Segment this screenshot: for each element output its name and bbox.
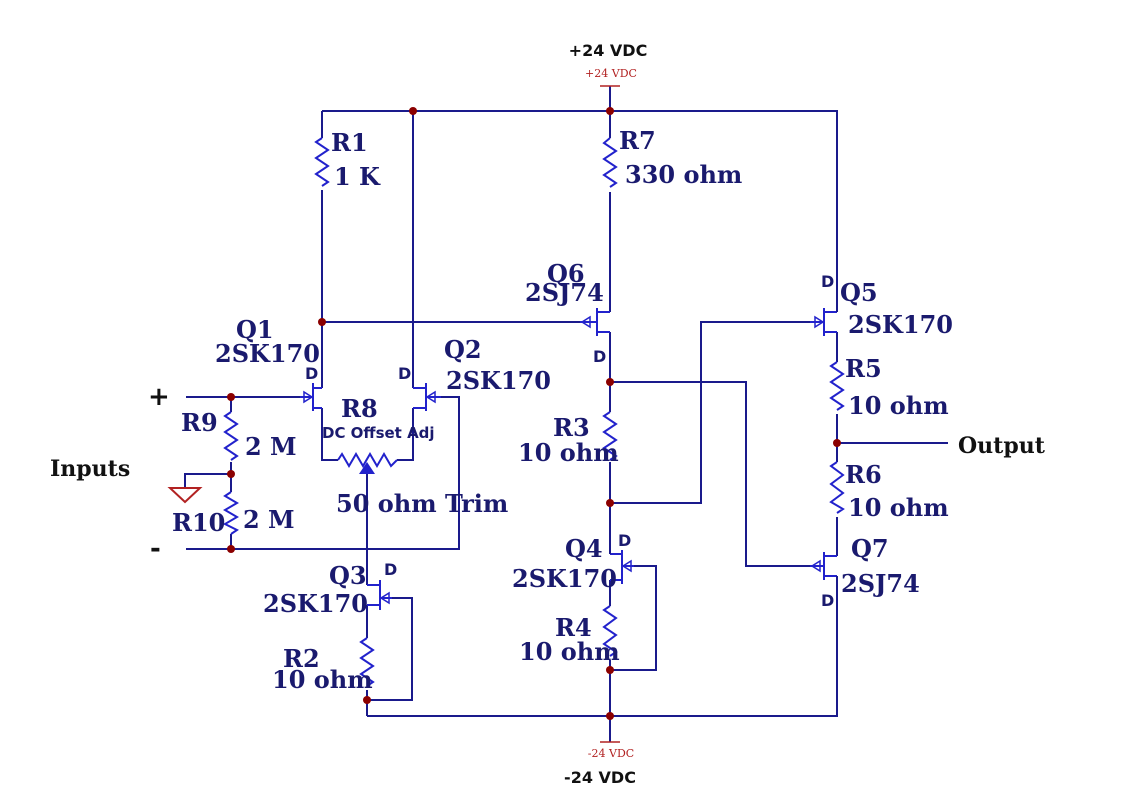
- r8-function: DC Offset Adj: [322, 424, 435, 442]
- q3-drain-pin: D: [384, 560, 397, 579]
- q7-ref: Q7: [851, 534, 889, 563]
- q6-ref: Q6: [547, 259, 585, 288]
- r7-value: 330 ohm: [625, 160, 742, 189]
- r8-symbol: [337, 452, 398, 468]
- r1-value: 1 K: [334, 162, 381, 191]
- q6-to-q7-gate-wire: [610, 381, 810, 567]
- q5-drain-pin: D: [821, 272, 834, 291]
- neg-rail-small-label: -24 VDC: [588, 747, 634, 760]
- q5-ref: Q5: [840, 278, 878, 307]
- q3-ref: Q3: [329, 561, 367, 590]
- r6-ref: R6: [845, 460, 882, 489]
- q4-symbol: [609, 540, 634, 584]
- r5-value: 10 ohm: [848, 391, 949, 420]
- r7-symbol: [602, 137, 618, 188]
- r1-ref: R1: [331, 128, 368, 157]
- r9-value: 2 M: [245, 432, 297, 461]
- r9-ref: R9: [181, 408, 218, 437]
- q2-part: 2SK170: [446, 366, 551, 395]
- r8-value: 50 ohm Trim: [336, 489, 508, 518]
- r2-ref: R2: [283, 644, 320, 673]
- inputs-label: Inputs: [50, 456, 130, 482]
- r6-value: 10 ohm: [848, 493, 949, 522]
- q1-part: 2SK170: [215, 339, 320, 368]
- r5-ref: R5: [845, 354, 882, 383]
- r3-symbol: [602, 411, 618, 461]
- q1-source-wire: [321, 408, 338, 461]
- q7-symbol: [810, 552, 838, 585]
- pos-rail-label: +24 VDC: [569, 41, 648, 60]
- q4-gate-loop-wire: [610, 565, 657, 671]
- r2-value: 10 ohm: [272, 665, 373, 694]
- q5-symbol: [810, 255, 838, 336]
- r5-symbol: [829, 361, 845, 411]
- r10-symbol: [222, 491, 239, 535]
- output-label: Output: [958, 433, 1046, 459]
- r2-symbol: [359, 637, 375, 687]
- pos-rail-small-label: +24 VDC: [585, 67, 637, 80]
- q1-symbol: [300, 383, 322, 411]
- q4-drain-pin: D: [618, 531, 631, 550]
- r1-symbol: [314, 137, 330, 187]
- input-minus-label: -: [150, 534, 161, 564]
- neg-rail-label: -24 VDC: [564, 768, 636, 787]
- q3-symbol: [367, 580, 392, 610]
- r6-symbol: [829, 461, 845, 514]
- ground-wire: [184, 473, 231, 488]
- input-plus-label: +: [148, 382, 170, 412]
- r3-value: 10 ohm: [518, 438, 619, 467]
- r8-ref: R8: [341, 394, 378, 423]
- q4-part: 2SK170: [512, 564, 617, 593]
- ground-symbol: [167, 487, 203, 504]
- q2-drain-pin: D: [398, 364, 411, 383]
- r8-wiper-arrow: [359, 462, 375, 474]
- q7-drain-pin: D: [821, 591, 834, 610]
- bottom-rail-wire: [367, 585, 838, 717]
- rail-markers: [600, 85, 620, 743]
- q6-drain-pin: D: [593, 347, 606, 366]
- r10-value: 2 M: [243, 505, 295, 534]
- q7-part: 2SJ74: [841, 569, 920, 598]
- q3-part: 2SK170: [263, 589, 368, 618]
- r4-value: 10 ohm: [519, 637, 620, 666]
- labels: +24 VDC +24 VDC -24 VDC -24 VDC Inputs +…: [50, 41, 1046, 787]
- r4-symbol: [602, 605, 618, 657]
- q6-symbol: [580, 308, 610, 336]
- q2-symbol: [413, 383, 441, 411]
- q3-gate-loop-wire: [367, 597, 413, 701]
- q2-ref: Q2: [444, 335, 482, 364]
- r9-symbol: [223, 411, 239, 461]
- junction-dots: [227, 107, 841, 720]
- r3-to-q5-gate-wire: [610, 321, 810, 504]
- transistor-symbols: [300, 255, 838, 610]
- q4-ref: Q4: [565, 534, 603, 563]
- r7-ref: R7: [619, 126, 656, 155]
- r4-ref: R4: [555, 613, 592, 642]
- top-rail-wire: [322, 110, 838, 255]
- resistor-symbols: [222, 137, 845, 687]
- r3-ref: R3: [553, 413, 590, 442]
- q5-part: 2SK170: [848, 310, 953, 339]
- q2-source-wire: [397, 408, 414, 461]
- q6-part: 2SJ74: [525, 278, 604, 307]
- q1-ref: Q1: [236, 315, 274, 344]
- input-minus-wire: [186, 396, 460, 550]
- r10-ref: R10: [172, 508, 225, 537]
- q1-drain-pin: D: [305, 364, 318, 383]
